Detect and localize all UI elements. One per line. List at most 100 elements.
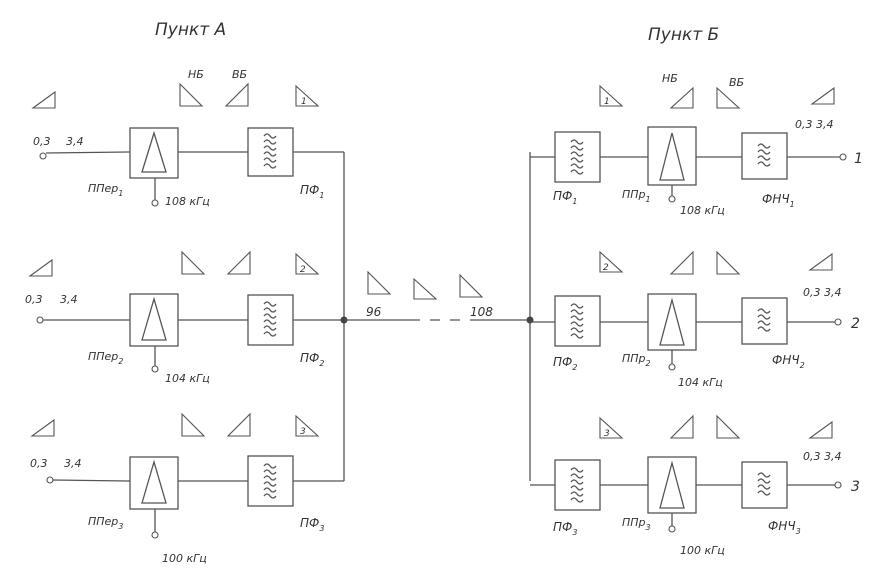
output-number: 1	[854, 151, 863, 167]
station-b-channel-2: 2 0,3 3,4 2 ПФ2 ППр2 104 кГц ФНЧ2	[530, 250, 860, 389]
line-spectrum-icon	[367, 270, 392, 295]
input-spectrum-icon	[28, 258, 53, 277]
carrier-label: 100 кГц	[680, 544, 725, 557]
lpf-label: ФНЧ1	[762, 192, 795, 209]
filter-label: ПФ2	[300, 351, 324, 368]
lsb-spectrum-icon	[716, 250, 741, 275]
channel-spectrum-icon	[295, 414, 320, 437]
output-terminal	[834, 318, 842, 326]
modulator-block	[129, 456, 179, 510]
filter-label: ПФ1	[553, 189, 577, 206]
carrier-input	[668, 363, 676, 371]
filter-label: ПФ3	[553, 520, 577, 537]
output-terminal	[834, 481, 842, 489]
output-band: 0,3 3,4	[803, 286, 841, 299]
station-b-channel-1: 1 0,3 3,4 1 ПФ1 ППр1 108 кГц ФНЧ1	[530, 84, 863, 217]
filter-label: ПФ1	[300, 183, 324, 200]
carrier-input	[668, 525, 676, 533]
station-b-title: Пункт Б	[648, 25, 719, 45]
channel-spectrum-icon	[295, 84, 320, 107]
usb-spectrum-icon	[226, 250, 251, 275]
lowpass-filter-block	[741, 461, 788, 509]
modulator-label: ППер2	[88, 350, 123, 366]
usb-spectrum-icon	[226, 412, 251, 437]
output-band: 0,3 3,4	[803, 450, 841, 463]
channel-spectrum-icon	[599, 416, 624, 439]
bandpass-filter-block	[247, 455, 294, 507]
carrier-label: 108 кГц	[680, 204, 725, 217]
carrier-label: 108 кГц	[165, 195, 210, 208]
lpf-label: ФНЧ3	[768, 519, 801, 536]
bandpass-filter-block	[554, 131, 601, 183]
usb-spectrum-icon	[669, 86, 694, 109]
modulator-label: ППер1	[88, 182, 123, 198]
carrier-input	[151, 365, 159, 373]
input-terminal	[39, 152, 47, 160]
station-a-title: Пункт А	[155, 20, 226, 40]
input-band-low: 0,3	[30, 457, 48, 470]
lsb-spectrum-icon	[181, 250, 206, 275]
input-band-high: 3,4	[60, 293, 78, 306]
lowpass-filter-block	[741, 297, 788, 345]
bandpass-filter-block	[554, 295, 601, 347]
carrier-label: 104 кГц	[165, 372, 210, 385]
input-band-high: 3,4	[64, 457, 82, 470]
station-b-nb-label: НБ	[662, 72, 678, 85]
input-terminal	[36, 316, 44, 324]
station-a-vb-label: ВБ	[232, 68, 247, 81]
line-low-freq: 96	[366, 305, 382, 319]
channel-mark: 1	[604, 97, 610, 107]
demodulator-label: ППр2	[622, 352, 651, 368]
modulator-block	[129, 293, 179, 347]
station-a-nb-label: НБ	[188, 68, 204, 81]
bandpass-filter-block	[247, 127, 294, 177]
lpf-label: ФНЧ2	[772, 353, 805, 370]
bandpass-filter-block	[247, 294, 294, 346]
lsb-spectrum-icon	[179, 82, 204, 107]
input-spectrum-icon	[30, 418, 55, 437]
lsb-spectrum-icon	[716, 414, 741, 439]
modulator-label: ППер3	[88, 515, 123, 531]
lsb-spectrum-icon	[716, 86, 741, 109]
demodulator-label: ППр1	[622, 188, 651, 204]
channel-mark: 1	[301, 97, 307, 107]
output-spectrum-icon	[808, 252, 833, 271]
station-a-channel-3: 3 0,3 3,4 ППер3 100 кГц ПФ3	[30, 412, 344, 565]
input-band-high: 3,4	[66, 135, 84, 148]
filter-label: ПФ2	[553, 355, 577, 372]
output-terminal	[839, 153, 847, 161]
channel-mark: 2	[603, 263, 609, 273]
usb-spectrum-icon	[669, 250, 694, 275]
carrier-input	[151, 531, 159, 539]
channel-spectrum-icon	[599, 250, 624, 273]
usb-spectrum-icon	[224, 82, 249, 107]
output-band: 0,3 3,4	[795, 118, 833, 131]
line-high-freq: 108	[470, 305, 493, 319]
carrier-input	[668, 195, 676, 203]
station-a-channel-1: 1 0,3 3,4 ППер1 108 кГц ПФ1	[31, 82, 344, 208]
input-band-low: 0,3	[25, 293, 43, 306]
output-number: 2	[851, 316, 860, 332]
input-terminal	[46, 476, 54, 484]
channel-mark: 3	[300, 427, 306, 437]
lsb-spectrum-icon	[181, 412, 206, 437]
lowpass-filter-block	[741, 132, 788, 180]
station-a-channel-2: 2 0,3 3,4 ППер2 104 кГц ПФ2	[25, 250, 344, 385]
line-spectrum-icon	[459, 273, 484, 298]
output-spectrum-icon	[810, 86, 835, 105]
demodulator-label: ППр3	[622, 516, 651, 532]
demodulator-block	[647, 126, 697, 186]
output-spectrum-icon	[808, 420, 833, 439]
filter-label: ПФ3	[300, 516, 324, 533]
channel-mark: 3	[604, 429, 610, 439]
channel-mark: 2	[300, 265, 306, 275]
input-spectrum-icon	[31, 90, 56, 109]
modulator-block	[129, 127, 179, 179]
demodulator-block	[647, 456, 697, 514]
channel-spectrum-icon	[295, 252, 320, 275]
carrier-label: 100 кГц	[162, 552, 207, 565]
carrier-label: 104 кГц	[678, 376, 723, 389]
input-band-low: 0,3	[33, 135, 51, 148]
output-number: 3	[851, 479, 860, 495]
